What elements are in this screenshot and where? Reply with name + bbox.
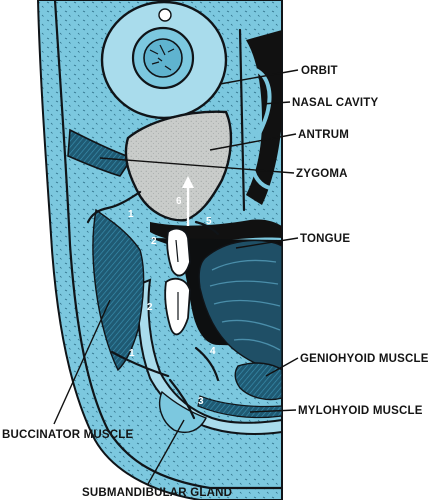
orbit-globe-texture xyxy=(149,44,175,71)
leader-tongue xyxy=(235,237,299,249)
orbit-marker xyxy=(158,8,172,22)
leader-geniohyoid xyxy=(265,357,299,377)
labels: ORBIT NASAL CAVITY ANTRUM ZYGOMA TONGUE … xyxy=(2,65,429,499)
tongue-fibers xyxy=(209,259,281,351)
label-geniohyoid: GENIOHYOID MUSCLE xyxy=(300,353,429,365)
label-buccinator: BUCCINATOR MUSCLE xyxy=(2,429,134,441)
zygoma-bone xyxy=(67,128,134,177)
label-submandibular: SUBMANDIBULAR GLAND xyxy=(82,487,232,499)
leader-buccinator xyxy=(53,299,111,425)
marker-1-bottom: 1 xyxy=(129,348,135,359)
leader-nasal-cavity xyxy=(261,101,291,105)
space-outline-3 xyxy=(168,378,196,420)
marker-4: 4 xyxy=(210,346,216,357)
space-outline-5 xyxy=(194,220,220,236)
space-markers: 1 2 2 1 3 4 5 6 xyxy=(128,196,216,407)
nasal-turbinate xyxy=(249,68,272,190)
leader-zygoma xyxy=(99,157,295,174)
space-outline-1 xyxy=(86,190,142,224)
marker-1-top: 1 xyxy=(128,209,134,220)
label-orbit: ORBIT xyxy=(301,65,338,77)
space-outline-2 xyxy=(110,350,170,378)
upper-tooth xyxy=(166,227,191,277)
marker-2-upper: 2 xyxy=(151,236,157,247)
leader-orbit xyxy=(219,69,299,85)
geniohyoid-muscle xyxy=(234,362,283,401)
label-nasal-cavity: NASAL CAVITY xyxy=(292,97,378,109)
leader-antrum xyxy=(209,133,297,151)
antrum-sinus xyxy=(124,110,233,222)
label-antrum: ANTRUM xyxy=(298,129,349,141)
marker-5: 5 xyxy=(206,216,212,227)
mandible xyxy=(137,278,283,435)
submandibular-gland xyxy=(158,390,207,434)
arrow-6-head xyxy=(182,176,194,188)
marker-2-lower: 2 xyxy=(147,302,153,313)
leader-lines xyxy=(53,69,299,485)
marker-3: 3 xyxy=(198,396,204,407)
subcutaneous-layer xyxy=(53,0,284,490)
tooth-root-lines xyxy=(175,239,179,320)
label-mylohyoid: MYLOHYOID MUSCLE xyxy=(298,405,423,417)
nasal-septum-line xyxy=(238,28,246,212)
label-zygoma: ZYGOMA xyxy=(296,168,348,180)
label-tongue: TONGUE xyxy=(300,233,350,245)
tongue xyxy=(198,239,283,373)
optic-nerve xyxy=(143,38,183,78)
leader-mylohyoid xyxy=(249,409,297,413)
space-outline-4 xyxy=(194,346,220,382)
leader-submandibular xyxy=(147,419,185,485)
marker-6: 6 xyxy=(176,196,182,207)
buccinator-muscle-region xyxy=(92,208,145,372)
